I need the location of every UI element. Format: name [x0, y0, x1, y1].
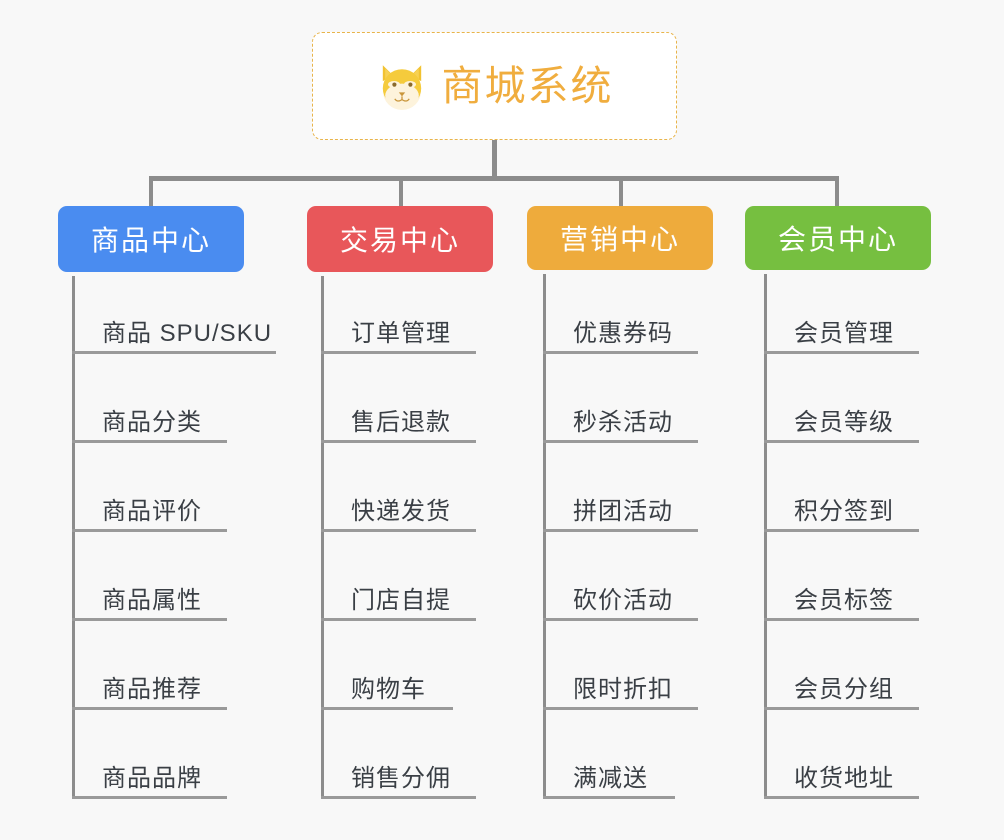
leaf-item[interactable]: 销售分佣 [321, 755, 476, 799]
rail-trade-center [321, 276, 324, 799]
leaf-item-label: 商品评价 [102, 497, 202, 525]
category-box-trade-center[interactable]: 交易中心 [307, 206, 493, 272]
category-box-member-center[interactable]: 会员中心 [745, 206, 931, 270]
leaf-item[interactable]: 商品品牌 [72, 755, 227, 799]
leaf-item-label: 商品推荐 [102, 675, 202, 703]
rail-product-center [72, 276, 75, 799]
category-box-marketing-center[interactable]: 营销中心 [527, 206, 713, 270]
drop-line-marketing-center [619, 176, 623, 208]
leaf-item[interactable]: 收货地址 [764, 755, 919, 799]
leaf-item[interactable]: 会员等级 [764, 399, 919, 443]
leaf-item-label: 商品 SPU/SKU [102, 319, 273, 347]
category-bus-line [149, 176, 837, 181]
leaf-item-label: 商品分类 [102, 408, 202, 436]
rail-member-center [764, 274, 767, 799]
leaf-item-label: 会员等级 [794, 408, 894, 436]
leaf-item-label: 订单管理 [351, 319, 451, 347]
leaf-item[interactable]: 拼团活动 [543, 488, 698, 532]
category-label-member-center: 会员中心 [777, 224, 898, 255]
leaf-item-label: 积分签到 [794, 497, 894, 525]
leaf-item-label: 拼团活动 [573, 497, 673, 525]
leaf-item-label: 快递发货 [351, 497, 451, 525]
leaf-item-label: 商品品牌 [102, 764, 202, 792]
leaf-item-label: 满减送 [573, 764, 648, 792]
leaf-item[interactable]: 秒杀活动 [543, 399, 698, 443]
leaf-item[interactable]: 售后退款 [321, 399, 476, 443]
leaf-item[interactable]: 快递发货 [321, 488, 476, 532]
leaf-item[interactable]: 商品分类 [72, 399, 227, 443]
leaf-item[interactable]: 订单管理 [321, 310, 476, 354]
shiba-dog-face-icon [376, 62, 428, 110]
leaf-item[interactable]: 积分签到 [764, 488, 919, 532]
leaf-item-label: 会员分组 [794, 675, 894, 703]
leaf-item[interactable]: 砍价活动 [543, 577, 698, 621]
leaf-item[interactable]: 满减送 [543, 755, 675, 799]
leaf-item-label: 商品属性 [102, 586, 202, 614]
leaf-item-label: 会员管理 [794, 319, 894, 347]
leaf-item[interactable]: 会员标签 [764, 577, 919, 621]
leaf-item[interactable]: 购物车 [321, 666, 453, 710]
leaf-item[interactable]: 限时折扣 [543, 666, 698, 710]
category-label-trade-center: 交易中心 [339, 225, 460, 256]
leaf-item-label: 购物车 [351, 675, 426, 703]
leaf-item-label: 秒杀活动 [573, 408, 673, 436]
leaf-item[interactable]: 商品推荐 [72, 666, 227, 710]
leaf-item[interactable]: 商品评价 [72, 488, 227, 532]
drop-line-trade-center [399, 176, 403, 208]
leaf-item[interactable]: 会员管理 [764, 310, 919, 354]
leaf-item[interactable]: 商品 SPU/SKU [72, 310, 276, 354]
category-box-product-center[interactable]: 商品中心 [58, 206, 244, 272]
leaf-item-label: 会员标签 [794, 586, 894, 614]
leaf-item[interactable]: 商品属性 [72, 577, 227, 621]
root-title: 商城系统 [441, 62, 614, 109]
root-stem-line [492, 140, 497, 180]
leaf-item[interactable]: 门店自提 [321, 577, 476, 621]
drop-line-member-center [835, 176, 839, 208]
rail-marketing-center [543, 274, 546, 799]
leaf-item-label: 限时折扣 [573, 675, 673, 703]
leaf-item-label: 砍价活动 [573, 586, 673, 614]
leaf-item[interactable]: 优惠券码 [543, 310, 698, 354]
root-node[interactable]: 商城系统 [312, 32, 677, 140]
leaf-item-label: 优惠券码 [573, 319, 673, 347]
leaf-item-label: 销售分佣 [351, 764, 451, 792]
category-label-product-center: 商品中心 [90, 225, 211, 256]
leaf-item[interactable]: 会员分组 [764, 666, 919, 710]
leaf-item-label: 收货地址 [794, 764, 894, 792]
leaf-item-label: 门店自提 [351, 586, 451, 614]
leaf-item-label: 售后退款 [351, 408, 451, 436]
drop-line-product-center [149, 176, 153, 208]
category-label-marketing-center: 营销中心 [559, 224, 680, 255]
